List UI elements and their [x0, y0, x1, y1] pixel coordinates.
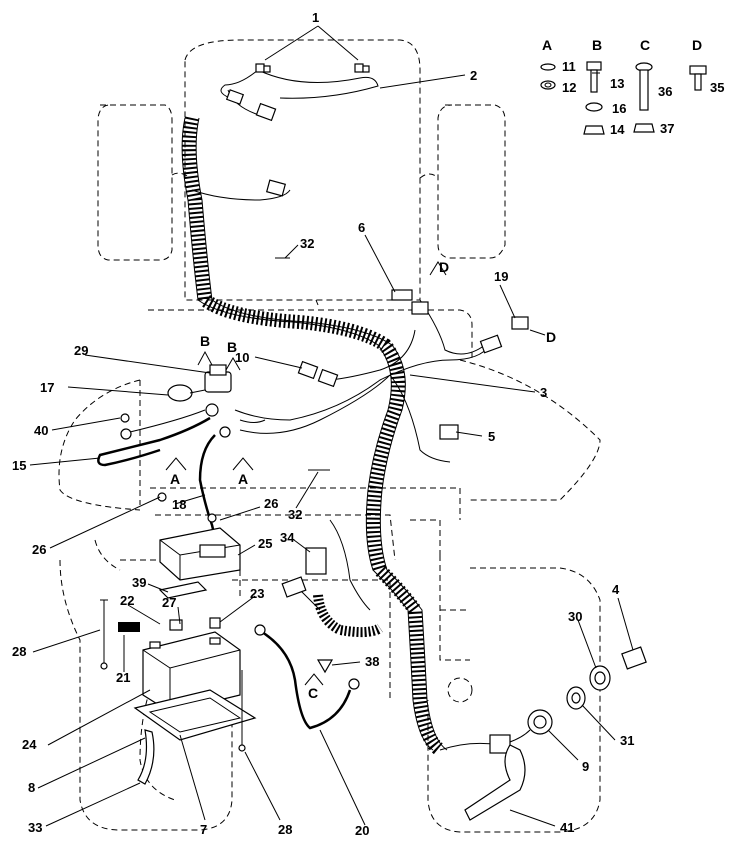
components — [137, 257, 647, 821]
callout-14: 14 — [610, 122, 625, 137]
callout-11: 11 — [562, 59, 576, 74]
callout-25: 25 — [258, 536, 272, 551]
callout-22: 22 — [120, 593, 134, 608]
callout-34: 34 — [280, 530, 295, 545]
view-marks — [165, 261, 546, 686]
callout-3: 3 — [540, 385, 547, 400]
callout-10: 10 — [235, 350, 249, 365]
callout-16: 16 — [612, 101, 626, 116]
callout-6: 6 — [358, 220, 365, 235]
callout-31: 31 — [620, 733, 634, 748]
callout-19: 19 — [494, 269, 508, 284]
callout-1: 1 — [312, 10, 319, 25]
callout-41: 41 — [560, 820, 574, 835]
callout-12: 12 — [562, 80, 576, 95]
view-mark-a-left: A — [170, 471, 180, 487]
callout-2: 2 — [470, 68, 477, 83]
callout-32-top: 32 — [300, 236, 314, 251]
callout-15: 15 — [12, 458, 26, 473]
callout-33: 33 — [28, 820, 42, 835]
tractor-outline — [58, 39, 601, 833]
callout-30: 30 — [568, 609, 582, 624]
callout-35: 35 — [710, 80, 724, 95]
callout-27: 27 — [162, 595, 176, 610]
leader-lines — [29, 25, 634, 827]
view-mark-b-right: B — [227, 339, 237, 355]
group-d-header: D — [692, 37, 702, 53]
callout-39: 39 — [132, 575, 146, 590]
callout-28-bottom: 28 — [278, 822, 292, 837]
view-mark-c: C — [308, 685, 318, 701]
callout-38: 38 — [365, 654, 379, 669]
headlight-harness — [191, 63, 379, 201]
view-mark-b-left: B — [200, 333, 210, 349]
hardware-legend — [540, 61, 707, 135]
callout-8: 8 — [28, 780, 35, 795]
callout-26-left: 26 — [32, 542, 46, 557]
callout-labels: 1 2 3 4 5 6 7 8 9 10 11 12 13 14 15 16 1… — [12, 10, 724, 838]
callout-40: 40 — [34, 423, 48, 438]
cable-20 — [254, 624, 360, 730]
view-mark-letters: A A B B C D D — [170, 259, 556, 701]
group-b-header: B — [592, 37, 602, 53]
callout-4: 4 — [612, 582, 620, 597]
callout-9: 9 — [582, 759, 589, 774]
callout-18: 18 — [172, 497, 186, 512]
callout-23: 23 — [250, 586, 264, 601]
callout-36: 36 — [658, 84, 672, 99]
callout-32-mid: 32 — [288, 507, 302, 522]
view-mark-d-right: D — [546, 329, 556, 345]
group-c-header: C — [640, 37, 650, 53]
harness-coil — [181, 116, 448, 756]
bolts — [100, 599, 246, 752]
callout-21: 21 — [116, 670, 130, 685]
cable-15 — [97, 409, 211, 467]
callout-20: 20 — [355, 823, 369, 838]
view-mark-d-top: D — [439, 259, 449, 275]
wires — [234, 299, 531, 751]
view-mark-a-right: A — [238, 471, 248, 487]
callout-37: 37 — [660, 121, 674, 136]
callout-24: 24 — [22, 737, 37, 752]
callout-26-right: 26 — [264, 496, 278, 511]
callout-5: 5 — [488, 429, 495, 444]
group-a-header: A — [542, 37, 552, 53]
solenoid — [120, 364, 232, 502]
hardware-headers: A B C D — [542, 37, 702, 53]
callout-13: 13 — [610, 76, 624, 91]
callout-29: 29 — [74, 343, 88, 358]
battery-assembly — [133, 527, 257, 741]
callout-28-left: 28 — [12, 644, 26, 659]
callout-7: 7 — [200, 822, 207, 837]
callout-17: 17 — [40, 380, 54, 395]
